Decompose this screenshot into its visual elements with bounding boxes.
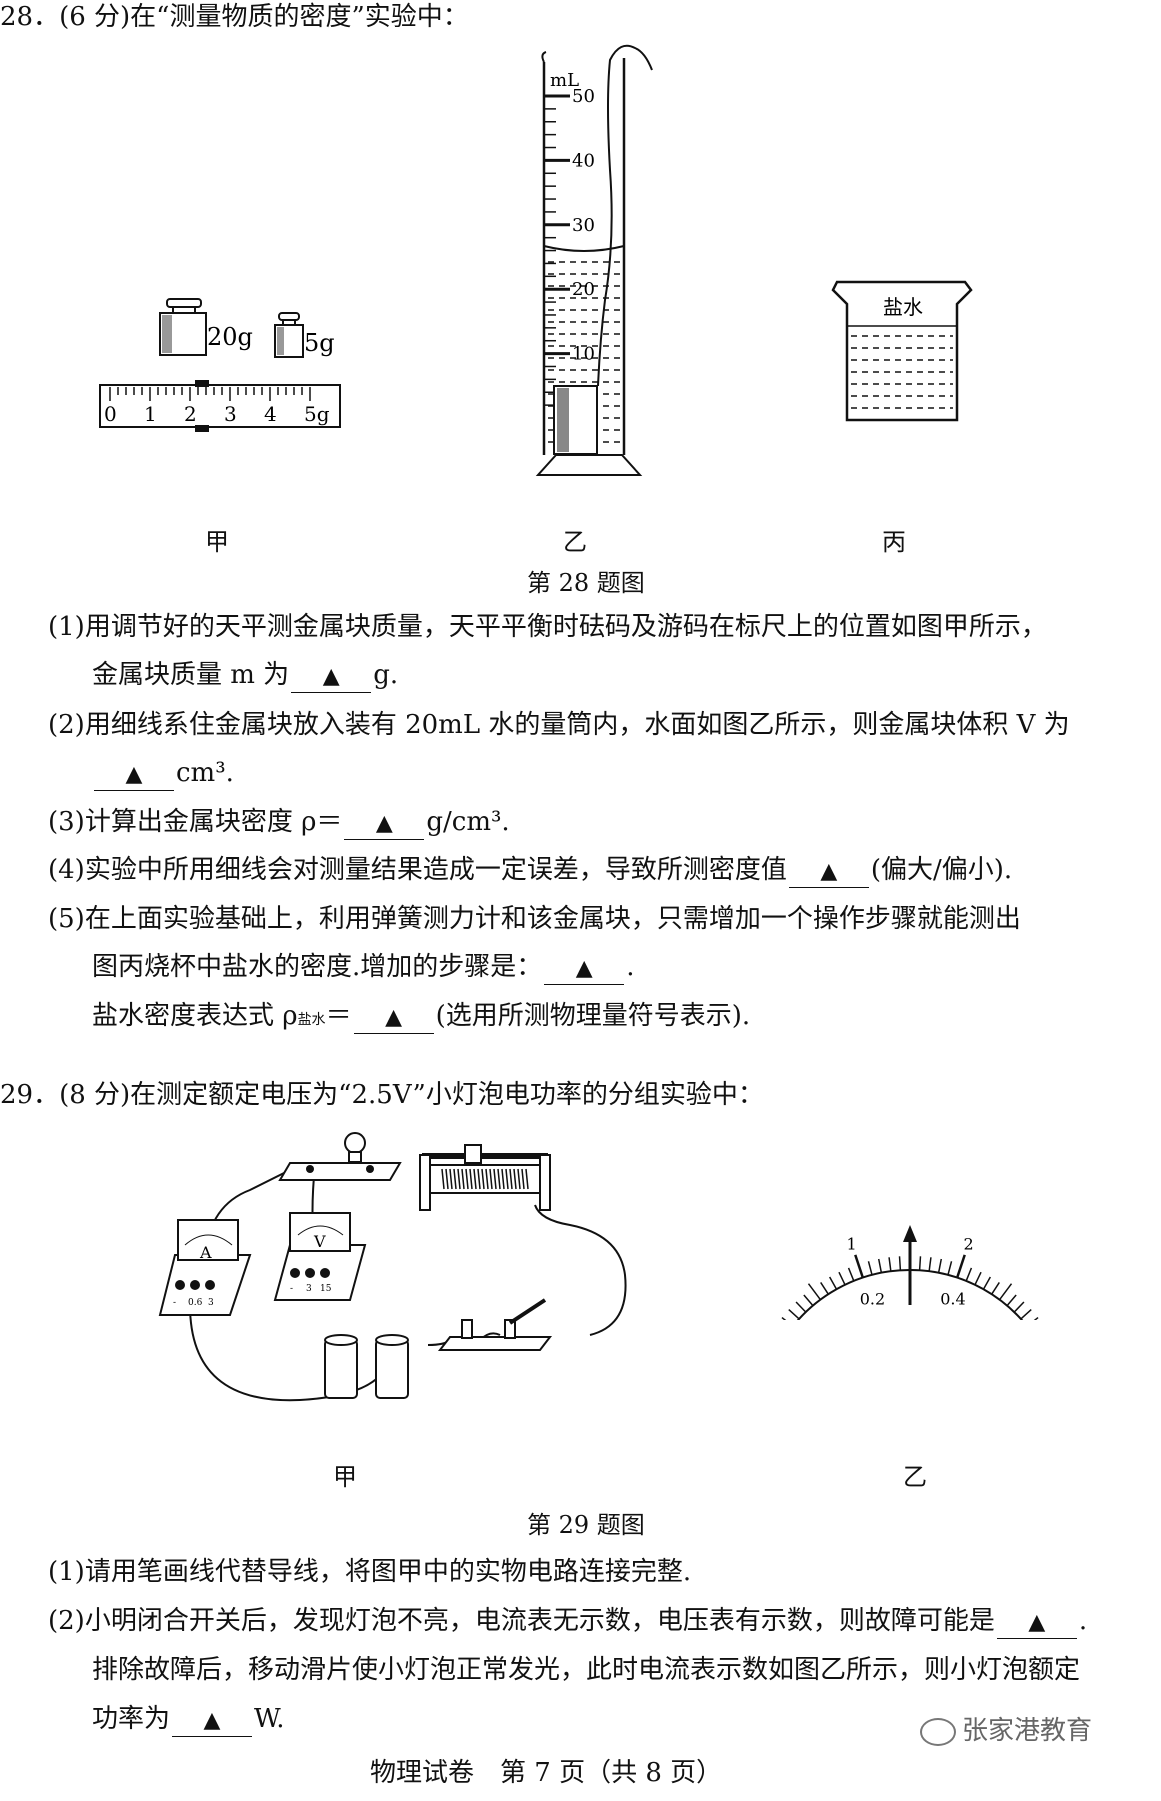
q29-circuit-figure: A - 0.6 3 V - 3 15 — [158, 1132, 627, 1402]
ruler-label: 2 — [184, 402, 197, 426]
q29-p1: (1)请用笔画线代替导线，将图甲中的实物电路连接完整. — [48, 1557, 692, 1587]
voltmeter-term-neg: - — [290, 1284, 293, 1294]
q28-p2b: ▲cm³. — [92, 756, 234, 791]
ammeter-term-3: 3 — [208, 1298, 214, 1308]
q29-p2c: 功率为▲W. — [92, 1702, 284, 1737]
q28-cylinder-figure: mL 50 40 30 20 10 — [535, 44, 653, 476]
dial-outer-label: 1 — [846, 1234, 856, 1253]
cylinder-label: 10 — [572, 344, 595, 365]
q28-p5a: (5)在上面实验基础上，利用弹簧测力计和该金属块，只需增加一个操作步骤就能测出 — [48, 904, 1021, 934]
q29-p2a: (2)小明闭合开关后，发现灯泡不亮，电流表无示数，电压表有示数，则故障可能是▲. — [48, 1604, 1087, 1639]
weight-5g-label: 5g — [304, 329, 335, 357]
beaker-label: 盐水 — [883, 295, 923, 319]
answer-blank-mass[interactable]: ▲ — [291, 660, 372, 693]
q28-caption: 第 28 题图 — [527, 569, 645, 597]
dial-outer-label: 2 — [964, 1234, 974, 1253]
voltmeter-term-15: 15 — [320, 1284, 332, 1294]
q29-caption: 第 29 题图 — [527, 1511, 645, 1539]
dial-inner-label: 0.4 — [940, 1289, 965, 1308]
answer-blank-error[interactable]: ▲ — [788, 855, 869, 888]
label-jia-29: 甲 — [333, 1463, 357, 1491]
answer-blank-brine-density[interactable]: ▲ — [353, 1001, 434, 1034]
voltmeter-term-3: 3 — [306, 1284, 312, 1294]
ammeter-term-neg: - — [173, 1298, 176, 1308]
label-bing-28: 丙 — [882, 528, 906, 556]
ammeter-term-06: 0.6 — [188, 1298, 203, 1308]
q28-p4: (4)实验中所用细线会对测量结果造成一定误差，导致所测密度值▲(偏大/偏小). — [48, 853, 1012, 888]
ruler-label: 0 — [104, 402, 117, 426]
q28-header: 28．(6 分)在“测量物质的密度”实验中： — [0, 2, 469, 32]
answer-blank-fault[interactable]: ▲ — [996, 1606, 1077, 1639]
q28-balance-figure: 20g 5g 0 1 2 3 4 5g — [99, 298, 341, 432]
cylinder-label: 40 — [572, 150, 595, 171]
label-jia-28: 甲 — [205, 528, 229, 556]
q28-p1a: (1)用调节好的天平测金属块质量，天平平衡时砝码及游码在标尺上的位置如图甲所示， — [48, 612, 1047, 642]
answer-blank-step[interactable]: ▲ — [544, 952, 625, 985]
q28-beaker-figure: 盐水 — [831, 280, 973, 422]
answer-blank-power[interactable]: ▲ — [172, 1704, 253, 1737]
weight-20g-label: 20g — [207, 323, 253, 351]
cylinder-unit: mL — [550, 70, 579, 91]
q29-p2b: 排除故障后，移动滑片使小灯泡正常发光，此时电流表示数如图乙所示，则小灯泡额定 — [92, 1655, 1081, 1685]
cylinder-label: 30 — [572, 215, 595, 236]
page-footer: 物理试卷 第 7 页（共 8 页） — [370, 1758, 723, 1788]
label-yi-28: 乙 — [563, 528, 587, 556]
ammeter-letter: A — [199, 1243, 212, 1262]
answer-blank-volume[interactable]: ▲ — [94, 758, 174, 791]
voltmeter-letter: V — [313, 1232, 326, 1251]
ruler-label: 3 — [224, 402, 237, 426]
cylinder-label: 50 — [572, 86, 595, 107]
ruler-label: 4 — [264, 402, 277, 426]
label-yi-29: 乙 — [903, 1463, 927, 1491]
q28-p1b: 金属块质量 m 为▲g. — [92, 658, 398, 693]
cylinder-label: 20 — [572, 279, 595, 300]
ruler-label: 5g — [304, 402, 330, 426]
q28-p3: (3)计算出金属块密度 ρ＝▲g/cm³. — [48, 805, 510, 840]
dial-inner-label: 0.2 — [860, 1289, 885, 1308]
q28-p5b: 图丙烧杯中盐水的密度.增加的步骤是：▲. — [92, 950, 635, 985]
ruler-label: 1 — [144, 402, 157, 426]
watermark: 张家港教育 — [920, 1710, 1092, 1747]
wechat-icon — [920, 1717, 956, 1746]
answer-blank-density[interactable]: ▲ — [344, 807, 425, 840]
q28-p5c: 盐水密度表达式 ρ盐水＝▲(选用所测物理量符号表示). — [92, 999, 750, 1037]
q28-p2a: (2)用细线系住金属块放入装有 20mL 水的量筒内，水面如图乙所示，则金属块体… — [48, 710, 1070, 740]
q29-header: 29．(8 分)在测定额定电压为“2.5V”小灯泡电功率的分组实验中： — [0, 1080, 764, 1110]
